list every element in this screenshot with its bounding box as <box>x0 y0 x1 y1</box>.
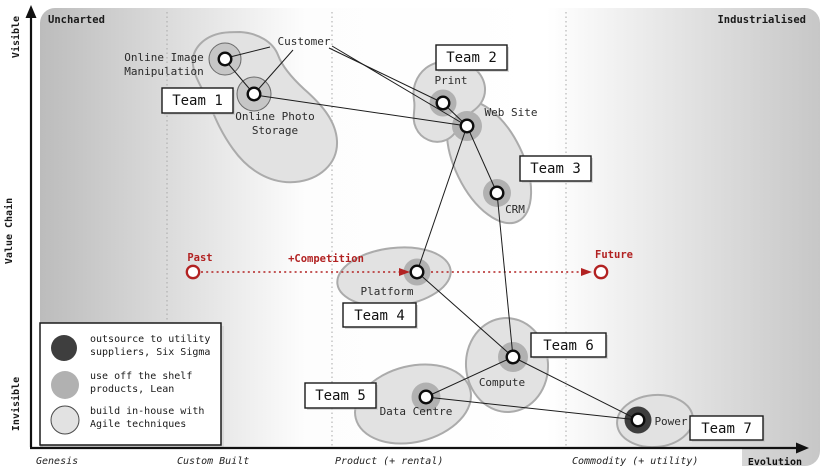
legend-item3-line2: Agile techniques <box>90 419 186 430</box>
industrialised-label: Industrialised <box>717 14 806 26</box>
node-labels: Customer Online Image Manipulation Onlin… <box>124 35 688 428</box>
team-box-team4[interactable]: Team 4 <box>342 302 418 329</box>
past-marker[interactable] <box>185 264 201 280</box>
evolution-label: Evolution <box>748 456 802 468</box>
node-platform[interactable] <box>409 264 425 280</box>
map-nodes <box>217 51 646 428</box>
team2-label: Team 2 <box>446 50 497 66</box>
dependency-edges <box>224 45 639 421</box>
stage-genesis: Genesis <box>36 456 78 467</box>
oim-label-line1: Online Image <box>124 51 203 64</box>
team-box-team7[interactable]: Team 7 <box>689 415 765 442</box>
node-print[interactable] <box>435 95 451 111</box>
legend-item1-line1: outsource to utility <box>90 334 210 345</box>
website-label: Web Site <box>485 106 538 119</box>
visible-label: Visible <box>10 16 22 58</box>
future-marker[interactable] <box>593 264 609 280</box>
team4-label: Team 4 <box>354 308 405 324</box>
value-chain-label: Value Chain <box>3 198 15 264</box>
stage-custom-built: Custom Built <box>177 456 249 467</box>
invisible-label: Invisible <box>10 377 22 431</box>
legend: outsource to utility suppliers, Six Sigm… <box>39 322 224 448</box>
team-box-team2[interactable]: Team 2 <box>435 44 509 72</box>
stage-product: Product (+ rental) <box>335 456 443 467</box>
node-data-centre[interactable] <box>418 389 434 405</box>
team5-label: Team 5 <box>315 388 366 404</box>
customer-label: Customer <box>278 35 331 48</box>
power-label: Power <box>654 415 687 428</box>
crm-label: CRM <box>505 203 525 216</box>
team6-label: Team 6 <box>543 338 594 354</box>
ops-label-line1: Online Photo <box>235 110 314 123</box>
legend-swatch-off-the-shelf <box>51 371 79 399</box>
stage-separators <box>166 12 567 448</box>
node-crm[interactable] <box>489 185 505 201</box>
node-online-photo-storage[interactable] <box>246 86 262 102</box>
team-box-team3[interactable]: Team 3 <box>519 155 593 183</box>
legend-swatch-in-house <box>50 405 80 435</box>
legend-item1-line2: suppliers, Six Sigma <box>90 347 210 358</box>
legend-item2-line1: use off the shelf <box>90 371 192 382</box>
node-online-image-manipulation[interactable] <box>217 51 233 67</box>
competition-label: +Competition <box>288 253 364 265</box>
platform-label: Platform <box>361 285 414 298</box>
node-web-site[interactable] <box>459 118 475 134</box>
compute-label: Compute <box>479 376 525 389</box>
axes <box>25 5 809 454</box>
legend-swatch-outsource <box>51 335 77 361</box>
print-label: Print <box>434 74 467 87</box>
legend-item3-line1: build in-house with <box>90 406 204 417</box>
ops-label-line2: Storage <box>252 124 298 137</box>
team1-label: Team 1 <box>172 93 223 109</box>
axis-footer-mask <box>0 449 742 474</box>
timeline: Past +Competition Future <box>185 249 633 280</box>
team5-blob <box>354 363 472 445</box>
node-compute[interactable] <box>505 349 521 365</box>
future-label: Future <box>595 249 633 261</box>
uncharted-label: Uncharted <box>48 14 105 26</box>
team-box-team5[interactable]: Team 5 <box>304 382 378 410</box>
datacentre-label: Data Centre <box>380 405 453 418</box>
team-box-team6[interactable]: Team 6 <box>530 332 608 359</box>
legend-item2-line2: products, Lean <box>90 384 174 395</box>
stage-commodity: Commodity (+ utility) <box>572 456 698 467</box>
oim-label-line2: Manipulation <box>124 65 203 78</box>
team7-label: Team 7 <box>701 421 752 437</box>
team-box-team1[interactable]: Team 1 <box>161 87 235 115</box>
node-power[interactable] <box>630 412 646 428</box>
team3-label: Team 3 <box>530 161 581 177</box>
past-label: Past <box>187 252 212 264</box>
